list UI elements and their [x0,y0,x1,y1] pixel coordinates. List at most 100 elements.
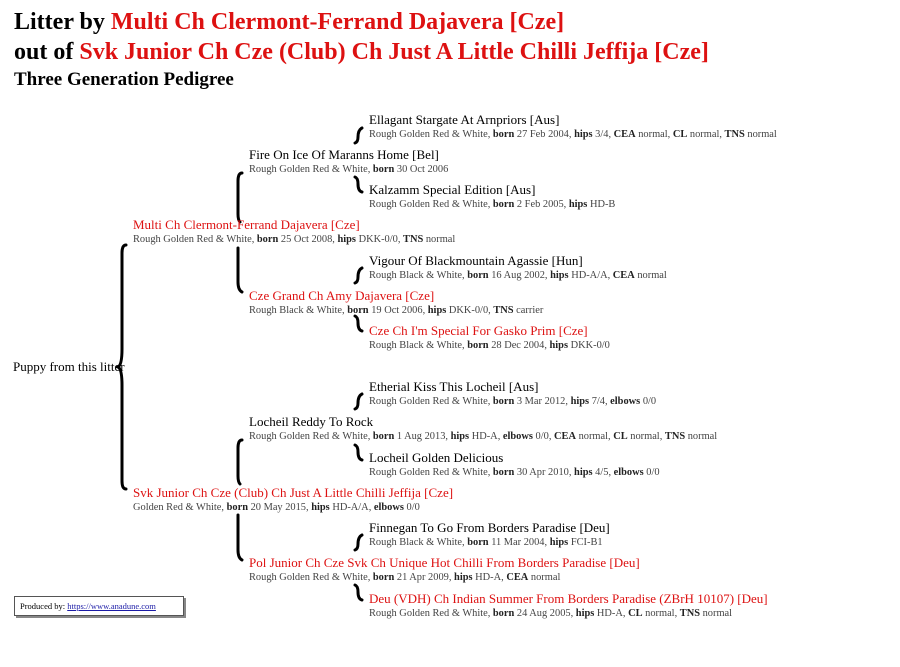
born-label: born [492,199,515,210]
page-subtitle: Three Generation Pedigree [14,69,234,90]
hips-label: hips [311,502,330,513]
dog-details: Rough Golden Red & White, born 21 Apr 20… [249,572,561,583]
bracket-sss [353,126,364,145]
dog-name: Finnegan To Go From Borders Paradise [De… [369,520,610,535]
litter-by-label: Litter by [14,9,111,35]
born-value: 3 Mar 2012 [516,396,566,407]
hips-value: DKK-0/0 [570,340,610,351]
anadune-link[interactable]: https://www.anadune.com [67,601,156,611]
bracket-dds [353,533,364,552]
hips-value: DKK-0/0 [448,305,489,316]
dog-details: Rough Golden Red & White, born 25 Oct 20… [133,234,456,245]
tns-value: normal [747,129,777,140]
hips-label: hips [454,572,473,583]
elbows-value: 0/0 [535,431,549,442]
coat-text: Rough Black & White, [369,340,468,351]
dog-entry-sire: Multi Ch Clermont-Ferrand Dajavera [Cze]… [133,217,455,246]
dog-entry-sire-sire-dam: Kalzamm Special Edition [Aus] Rough Golde… [369,182,615,211]
coat-text: Rough Golden Red & White, [369,608,493,619]
born-value: 19 Oct 2006 [371,305,423,316]
tns-value: normal [687,431,718,442]
cl-label: CL [672,129,688,140]
dog-entry-sire-dam-sire: Vigour Of Blackmountain Agassie [Hun] Rou… [369,253,667,282]
coat-text: Rough Golden Red & White, [133,234,257,245]
cea-label: CEA [613,129,636,140]
sire-title: Multi Ch Clermont-Ferrand Dajavera [Cze] [110,9,565,35]
bracket-dam-dam [236,513,244,562]
bracket-sire-dam [236,246,244,294]
dog-details: Rough Golden Red & White, born 24 Aug 20… [369,608,733,619]
bracket-dsd [353,443,364,462]
born-value: 28 Dec 2004 [491,340,545,351]
coat-text: Rough Golden Red & White, [369,467,493,478]
tns-label: TNS [493,305,514,316]
born-label: born [372,164,395,175]
cea-value: normal [638,129,668,140]
elbows-label: elbows [373,502,404,513]
cea-value: normal [637,270,667,281]
dog-name: Multi Ch Clermont-Ferrand Dajavera [Cze] [133,217,360,232]
hips-label: hips [550,270,569,281]
born-value: 2 Feb 2005 [516,199,564,210]
born-label: born [492,129,515,140]
cea-label: CEA [506,572,529,583]
litter-title-sire-line: Litter by Multi Ch Clermont-Ferrand Daja… [14,8,564,36]
born-label: born [492,396,515,407]
hips-label: hips [570,396,590,407]
dog-entry-sire-dam: Cze Grand Ch Amy Dajavera [Cze]Rough Bla… [249,288,543,317]
dog-name: Kalzamm Special Edition [Aus] [369,182,536,197]
born-label: born [467,270,489,281]
hips-value: DKK-0/0 [358,234,398,245]
litter-title-dam-line: out of Svk Junior Ch Cze (Club) Ch Just … [14,38,709,66]
cea-value: normal [530,572,561,583]
elbows-label: elbows [502,431,533,442]
dog-name: Ellagant Stargate At Arnpriors [Aus] [369,112,560,127]
coat-text: Rough Golden Red & White, [369,199,493,210]
hips-label: hips [574,467,593,478]
born-value: 16 Aug 2002 [491,270,545,281]
hips-label: hips [575,608,595,619]
tns-value: normal [425,234,456,245]
coat-text: Rough Golden Red & White, [249,164,373,175]
cea-value: normal [578,431,609,442]
cl-value: normal [689,129,720,140]
born-value: 27 Feb 2004 [516,129,569,140]
bracket-sire [236,171,244,224]
hips-value: 3/4 [595,129,609,140]
hips-label: hips [574,129,593,140]
born-value: 24 Aug 2005 [516,608,571,619]
dog-details: Rough Black & White, born 16 Aug 2002, h… [369,270,667,281]
coat-text: Rough Golden Red & White, [369,129,493,140]
cl-value: normal [645,608,675,619]
dog-name: Vigour Of Blackmountain Agassie [Hun] [369,253,583,268]
dog-name: Cze Grand Ch Amy Dajavera [Cze] [249,288,435,303]
dog-name: Etherial Kiss This Locheil [Aus] [369,379,539,394]
dog-entry-sire-sire: Fire On Ice Of Maranns Home [Bel]Rough G… [249,147,448,176]
hips-value: 4/5 [595,467,609,478]
tns-label: TNS [679,608,700,619]
dog-details: Rough Black & White, born 28 Dec 2004, h… [369,340,610,351]
bracket-dss [353,392,364,411]
cea-label: CEA [554,431,576,442]
bracket-dam-sire [236,438,244,486]
hips-label: hips [427,305,447,316]
dog-entry-dam-dam: Pol Junior Ch Cze Svk Ch Unique Hot Chil… [249,555,640,584]
cl-label: CL [628,608,643,619]
bracket-ssd [353,175,364,194]
hips-label: hips [549,537,569,548]
dog-details: Rough Black & White, born 11 Mar 2004, h… [369,537,603,548]
tns-value: carrier [516,305,544,316]
born-label: born [226,502,248,513]
dog-details: Rough Golden Red & White, born 27 Feb 20… [369,129,777,140]
coat-text: Rough Golden Red & White, [249,572,373,583]
coat-text: Golden Red & White, [133,502,227,513]
bracket-sdd [353,314,364,333]
produced-by-label: Produced by: [20,601,68,611]
dog-name: Svk Junior Ch Cze (Club) Ch Just A Littl… [133,485,454,500]
hips-value: FCI-B1 [570,537,603,548]
dog-details: Rough Golden Red & White, born 3 Mar 201… [369,396,657,407]
puppy-label: Puppy from this litter [13,359,125,374]
hips-label: hips [568,199,588,210]
tns-label: TNS [403,234,424,245]
hips-value: HD-A/A [571,270,608,281]
